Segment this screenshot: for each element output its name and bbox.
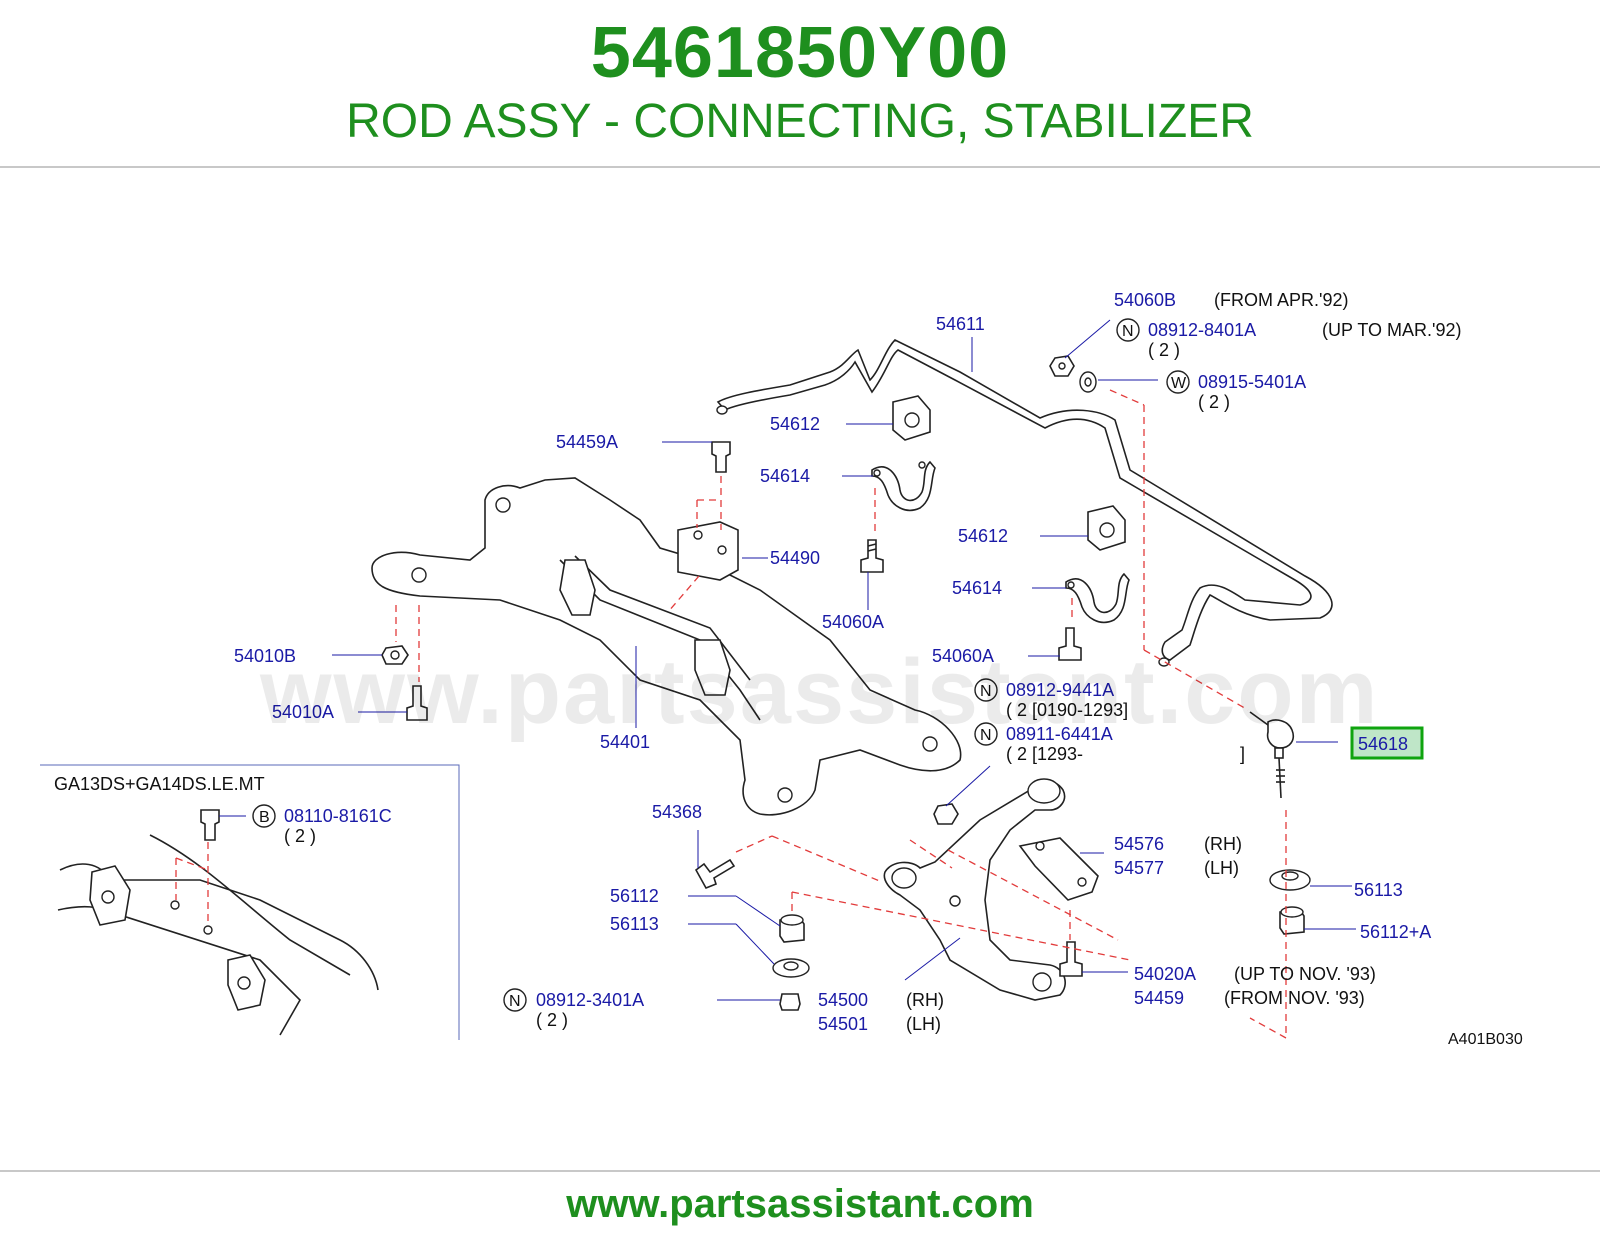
inset-box (40, 764, 460, 1040)
part-description: ROD ASSY - CONNECTING, STABILIZER (346, 95, 1254, 148)
prefix-B-08110-8161C: B (259, 809, 270, 826)
prefix-N-08912-3401A: N (509, 993, 521, 1010)
part-label-54500[interactable]: 54500 (818, 990, 868, 1010)
part-label-08912-3401A[interactable]: 08912-3401A (536, 990, 644, 1010)
part-label-54010A[interactable]: 54010A (272, 702, 334, 722)
bolt-54010A (406, 685, 428, 721)
clamp-54614-upper (871, 460, 936, 512)
part-label-54060B[interactable]: 54060B (1114, 290, 1176, 310)
assembly-dashed-lines (395, 389, 1287, 1039)
part-note-54459: (FROM NOV. '93) (1224, 988, 1365, 1008)
part-qty-08110-8161C: ( 2 ) (284, 826, 316, 846)
inset-title: GA13DS+GA14DS.LE.MT (54, 774, 265, 794)
part-qty-08912-8401A: ( 2 ) (1148, 340, 1180, 360)
bushing-56112A-right (1279, 906, 1305, 935)
part-qty-end-08911-6441A: ] (1240, 744, 1245, 764)
parts-diagram: N W N N B N 54060B (FROM APR.'92) 08912-… (40, 290, 1523, 1048)
part-note-54060B: (FROM APR.'92) (1214, 290, 1348, 310)
footer-divider (0, 1170, 1600, 1172)
nut-08911-6441A (933, 803, 959, 825)
part-label-56113-left[interactable]: 56113 (610, 914, 659, 934)
part-label-54060A-upper[interactable]: 54060A (822, 612, 884, 632)
prefix-W-08915-5401A: W (1171, 375, 1187, 392)
bracket-54576 (1018, 837, 1099, 901)
connecting-rod-54618-drawing (1249, 711, 1295, 799)
part-label-54614-lower[interactable]: 54614 (952, 578, 1002, 598)
bolt-54060A-lower (1058, 627, 1082, 661)
stabilizer-bar-drawing (716, 339, 1333, 667)
part-label-54612-upper[interactable]: 54612 (770, 414, 820, 434)
part-label-54612-lower[interactable]: 54612 (958, 526, 1008, 546)
part-qty-08912-9441A: ( 2 [0190-1293] (1006, 700, 1128, 720)
bushing-54612-upper (892, 395, 931, 441)
crossmember-54401-drawing (371, 477, 962, 816)
prefix-N-08911-6441A: N (980, 727, 992, 744)
part-label-08110-8161C[interactable]: 08110-8161C (284, 806, 392, 826)
nut-54060B (1049, 355, 1075, 377)
part-note-54501: (LH) (906, 1014, 941, 1034)
watermark: www.partsassistant.com (260, 641, 1380, 743)
part-number-title: 5461850Y00 (590, 13, 1010, 93)
part-note-54500: (RH) (906, 990, 944, 1010)
part-qty-08915-5401A: ( 2 ) (1198, 392, 1230, 412)
prefix-circles (252, 318, 1190, 1012)
leader-lines (219, 319, 1356, 1001)
part-label-54501[interactable]: 54501 (818, 1014, 868, 1034)
part-label-56112A[interactable]: 56112+A (1360, 922, 1431, 942)
washer-08915-5401A (1079, 371, 1097, 393)
bushing-54612-lower (1087, 505, 1126, 551)
part-label-54060A-lower[interactable]: 54060A (932, 646, 994, 666)
part-label-56112[interactable]: 56112 (610, 886, 659, 906)
highlight-box-54618 (1350, 726, 1424, 760)
part-label-54459[interactable]: 54459 (1134, 988, 1184, 1008)
part-label-08915-5401A[interactable]: 08915-5401A (1198, 372, 1306, 392)
part-label-08911-6441A[interactable]: 08911-6441A (1006, 724, 1113, 744)
diagram-code: A401B030 (1448, 1031, 1523, 1048)
part-label-54020A[interactable]: 54020A (1134, 964, 1196, 984)
part-note-54020A: (UP TO NOV. '93) (1234, 964, 1376, 984)
part-label-54459A[interactable]: 54459A (556, 432, 618, 452)
nut-08912-3401A (779, 993, 801, 1011)
bushing-56112-left (779, 914, 805, 943)
part-qty-08911-6441A: ( 2 [1293- (1006, 744, 1083, 764)
mount-block-54490 (677, 521, 739, 581)
bolt-54368 (694, 858, 736, 890)
prefix-N-08912-9441A: N (980, 683, 992, 700)
part-label-08912-9441A[interactable]: 08912-9441A (1006, 680, 1114, 700)
part-label-54401[interactable]: 54401 (600, 732, 650, 752)
part-label-54010B[interactable]: 54010B (234, 646, 296, 666)
prefix-N-08912-8401A: N (1122, 323, 1134, 340)
header-divider (0, 166, 1600, 168)
washer-56113-right (1269, 869, 1311, 891)
washer-56113-left (772, 958, 810, 978)
part-label-54614-upper[interactable]: 54614 (760, 466, 810, 486)
clamp-54614-lower (1065, 572, 1130, 624)
part-note-54577: (LH) (1204, 858, 1239, 878)
part-label-56113-right[interactable]: 56113 (1354, 880, 1403, 900)
part-label-54490[interactable]: 54490 (770, 548, 820, 568)
part-note-54576: (RH) (1204, 834, 1242, 854)
footer-url[interactable]: www.partsassistant.com (566, 1182, 1034, 1226)
part-label-08912-8401A[interactable]: 08912-8401A (1148, 320, 1256, 340)
control-arm-54500-drawing (883, 778, 1066, 1001)
part-label-54368[interactable]: 54368 (652, 802, 702, 822)
bolt-54459A (711, 441, 731, 473)
part-label-54611[interactable]: 54611 (936, 314, 985, 334)
part-label-54618[interactable]: 54618 (1358, 734, 1408, 754)
part-qty-08912-3401A: ( 2 ) (536, 1010, 568, 1030)
part-label-54576[interactable]: 54576 (1114, 834, 1164, 854)
bolt-54060A-upper (860, 539, 884, 573)
part-label-54577[interactable]: 54577 (1114, 858, 1164, 878)
part-note-08912-8401A: (UP TO MAR.'92) (1322, 320, 1461, 340)
